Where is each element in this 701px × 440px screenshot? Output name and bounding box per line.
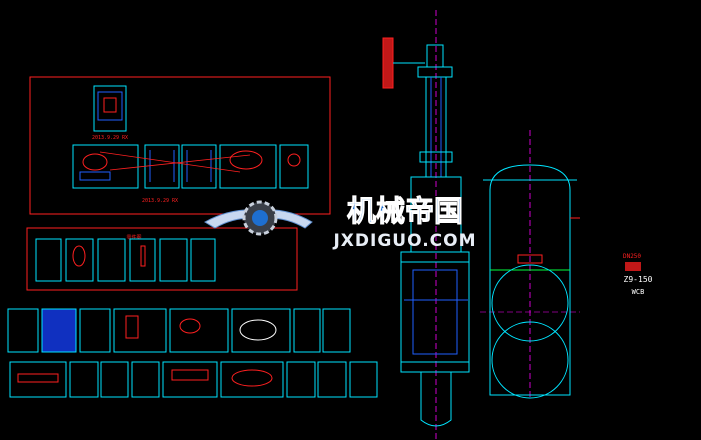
- sheet-a5: [279, 144, 309, 189]
- watermark-url: JXDIGUO.COM: [332, 231, 476, 251]
- sheet-a1-section: [79, 171, 111, 181]
- side-note-line3: WCB: [632, 288, 645, 296]
- sheet-b1: [35, 238, 62, 282]
- sheet-a4-part: [229, 150, 263, 170]
- sheet-group-b: 零件图: [26, 227, 298, 291]
- port-upper: [491, 264, 569, 342]
- watermark-title: 机械帝国: [347, 194, 463, 228]
- sheet-b5: [159, 238, 188, 282]
- body-bottom: [420, 372, 452, 427]
- watermark-logo: 机械帝国 JXDIGUO.COM: [204, 194, 476, 251]
- leader-line: [109, 154, 251, 171]
- sheet-c6: [231, 308, 291, 353]
- group-a-top-label: 2013.9.29 RX: [92, 135, 128, 141]
- body-flange-bottom: [400, 361, 470, 373]
- sheet-b2: [65, 238, 94, 282]
- sheet-a0: [93, 85, 127, 132]
- sheet-c8: [322, 308, 351, 353]
- sheet-c9-part: [17, 373, 59, 383]
- sheet-c9: [9, 361, 67, 398]
- group-b-title: 零件图: [126, 234, 141, 241]
- sheet-c13: [162, 361, 218, 398]
- side-note: DN250 Z9-150 WCB: [623, 253, 653, 296]
- side-note-mark: [625, 262, 641, 271]
- sheet-c5: [169, 308, 229, 353]
- sheet-c16: [317, 361, 347, 398]
- sheet-b3: [97, 238, 126, 282]
- sheet-c13-part: [171, 369, 209, 381]
- sheet-b4: [129, 238, 156, 282]
- gear-hub-icon: [252, 210, 268, 226]
- sheet-a5-part: [287, 153, 301, 167]
- sheet-a4: [219, 144, 277, 189]
- sheet-a1: [72, 144, 139, 189]
- packing-gland: [419, 151, 453, 163]
- side-note-line2: Z9-150: [624, 275, 653, 284]
- sheet-c14: [220, 361, 284, 398]
- sheet-c5-part: [179, 318, 201, 334]
- sheet-b6: [190, 238, 216, 282]
- sheet-c1: [7, 308, 39, 353]
- sheet-c14-part: [231, 369, 273, 387]
- group-a-bottom-label: 2013.9.29 RX: [142, 198, 178, 204]
- group-b-frame: [26, 227, 298, 291]
- sheet-c11: [100, 361, 129, 398]
- group-a-frame: [29, 76, 331, 215]
- sheet-c3: [79, 308, 111, 353]
- side-note-line1: DN250: [623, 253, 641, 260]
- gate-housing: [489, 164, 571, 396]
- valve-side-view: [382, 10, 470, 440]
- sheet-group-c: [7, 308, 378, 398]
- valve-front-view: [480, 130, 580, 400]
- sheet-a0-detail: [103, 97, 117, 113]
- sheet-group-a: 2013.9.29 RX 2013.9.29 RX: [29, 76, 331, 215]
- sheet-c12: [131, 361, 160, 398]
- sheet-c4: [113, 308, 167, 353]
- sheet-a1-part: [82, 153, 108, 171]
- sheet-c6-part: [239, 319, 277, 341]
- sheet-b4-part: [140, 245, 146, 267]
- leader-line: [99, 151, 241, 173]
- gate-lug: [517, 254, 543, 264]
- sheet-c15: [286, 361, 316, 398]
- handwheel: [382, 37, 394, 89]
- sheet-a0-view: [97, 91, 123, 121]
- port-lower: [491, 321, 569, 399]
- sheet-c2: [41, 308, 77, 353]
- sheet-c4-part: [125, 315, 139, 339]
- group-a-sheet-row: [72, 144, 309, 189]
- sheet-b2-part: [72, 245, 86, 267]
- sheet-c7: [293, 308, 321, 353]
- body-inner: [412, 269, 458, 355]
- sheet-c17: [349, 361, 378, 398]
- sheet-a3: [181, 144, 217, 189]
- sheet-c10: [69, 361, 99, 398]
